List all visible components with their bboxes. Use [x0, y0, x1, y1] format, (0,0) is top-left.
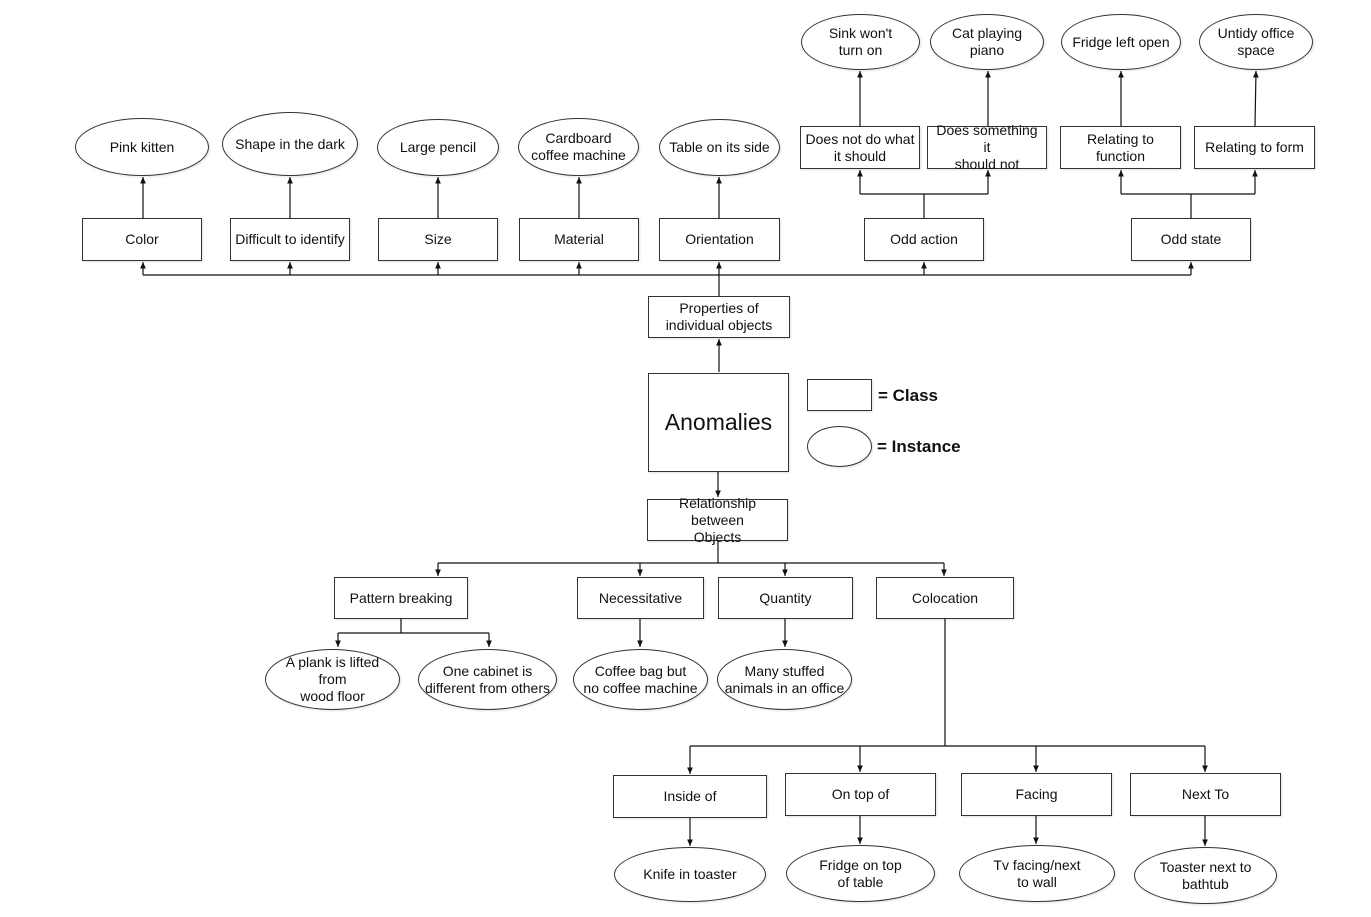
- cardboard-coffee-machine-instance-node: Cardboard coffee machine: [518, 118, 639, 176]
- table-on-side-instance-node: Table on its side: [659, 119, 780, 176]
- legend-instance-swatch: [807, 426, 872, 467]
- necessitative-class-node: Necessitative: [577, 577, 704, 619]
- legend-class-swatch: [807, 379, 872, 411]
- untidy-office-space-instance-node: Untidy office space: [1199, 14, 1313, 70]
- orientation-class-node: Orientation: [659, 218, 780, 261]
- material-class-node: Material: [519, 218, 639, 261]
- sink-wont-turn-on-instance-node: Sink won't turn on: [801, 14, 920, 70]
- color-class-node: Color: [82, 218, 202, 261]
- relating-to-form-class-node: Relating to form: [1194, 126, 1315, 169]
- coffee-bag-instance-node: Coffee bag but no coffee machine: [573, 649, 708, 710]
- legend-class-label: = Class: [878, 386, 939, 405]
- cat-playing-piano-instance-node: Cat playing piano: [930, 14, 1044, 70]
- fridge-on-top-of-table-instance-node: Fridge on top of table: [786, 845, 935, 902]
- colocation-class-node: Colocation: [876, 577, 1014, 619]
- pink-kitten-instance-node: Pink kitten: [75, 118, 209, 176]
- plank-lifted-instance-node: A plank is lifted from wood floor: [265, 649, 400, 710]
- next-to-class-node: Next To: [1130, 773, 1281, 816]
- facing-class-node: Facing: [961, 773, 1112, 816]
- relationship-class-node: Relationship between Objects: [647, 495, 788, 545]
- one-cabinet-different-instance-node: One cabinet is different from others: [418, 649, 557, 710]
- on-top-of-class-node: On top of: [785, 773, 936, 816]
- anomalies-root-node: Anomalies: [648, 373, 789, 472]
- toaster-next-to-bathtub-instance-node: Toaster next to bathtub: [1134, 847, 1277, 904]
- legend-instance-label: = Instance: [877, 437, 961, 456]
- size-class-node: Size: [378, 218, 498, 261]
- inside-of-class-node: Inside of: [613, 775, 767, 818]
- relating-to-function-class-node: Relating to function: [1060, 126, 1181, 169]
- pattern-breaking-class-node: Pattern breaking: [334, 577, 468, 619]
- knife-in-toaster-instance-node: Knife in toaster: [614, 847, 766, 902]
- large-pencil-instance-node: Large pencil: [377, 119, 499, 176]
- does-something-it-should-not-class-node: Does something it should not: [927, 122, 1047, 172]
- odd-state-class-node: Odd state: [1131, 218, 1251, 261]
- does-not-do-what-it-should-class-node: Does not do what it should: [800, 126, 920, 169]
- difficult-to-identify-class-node: Difficult to identify: [230, 218, 350, 261]
- quantity-class-node: Quantity: [718, 577, 853, 619]
- tv-facing-wall-instance-node: Tv facing/next to wall: [959, 845, 1115, 902]
- shape-in-dark-instance-node: Shape in the dark: [222, 112, 358, 176]
- fridge-left-open-instance-node: Fridge left open: [1061, 14, 1181, 70]
- odd-action-class-node: Odd action: [864, 218, 984, 261]
- many-stuffed-animals-instance-node: Many stuffed animals in an office: [717, 649, 852, 710]
- properties-class-node: Properties of individual objects: [648, 296, 790, 338]
